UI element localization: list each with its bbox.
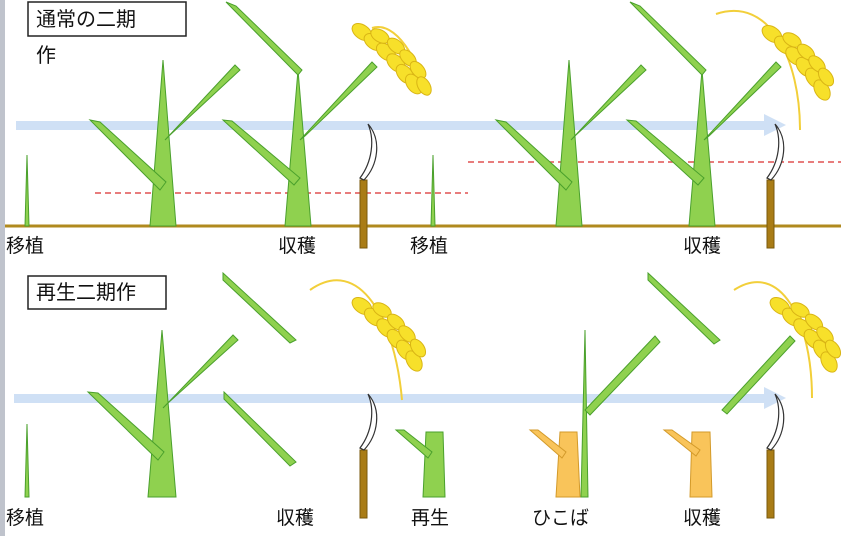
regrowth-stump-icon [394, 429, 446, 498]
cut-leaf-icon [647, 271, 721, 345]
label-ratoon: ひこば [532, 507, 589, 529]
label-transplant: 移植 [410, 235, 448, 257]
sickle-icon [766, 123, 785, 249]
bottom-time-arrow [14, 387, 786, 409]
mature-rice-plant-icon [221, 1, 378, 227]
seedling-icon [24, 154, 30, 227]
cut-leaf-icon [223, 390, 297, 467]
ratoon-stump-icon [662, 429, 713, 498]
rice-grain-icon [733, 281, 841, 399]
top-time-arrow [16, 114, 786, 136]
label-transplant: 移植 [6, 507, 44, 529]
label-regrowth: 再生 [411, 507, 449, 529]
ratoon-plant-icon [528, 329, 661, 498]
rice-grain-icon [309, 279, 427, 401]
bottom-title-box [27, 275, 167, 310]
top-title-line2: 作 [36, 43, 56, 67]
top-title-line1: 通常の二期 [36, 7, 136, 31]
cut-leaf-icon [721, 335, 796, 415]
label-harvest: 収穫 [278, 235, 316, 257]
left-edge-bar [0, 0, 5, 536]
sickle-icon [766, 393, 785, 519]
sickle-icon [359, 393, 378, 519]
cut-leaf-icon [222, 271, 297, 344]
label-harvest: 収穫 [683, 507, 721, 529]
bottom-title: 再生二期作 [36, 280, 136, 304]
mature-rice-plant-icon [625, 1, 782, 227]
young-rice-plant-icon [88, 59, 241, 227]
label-transplant: 移植 [6, 235, 44, 257]
label-harvest: 収穫 [276, 507, 314, 529]
seedling-icon [430, 154, 436, 227]
young-rice-plant-icon [494, 59, 647, 227]
bottom-panel: 再生二期作 [6, 271, 841, 529]
label-harvest: 収穫 [683, 235, 721, 257]
top-panel: 通常の二期 作 [5, 1, 841, 257]
young-rice-plant-icon [86, 329, 239, 498]
rice-grain-icon [351, 22, 432, 96]
seedling-icon [24, 423, 30, 498]
top-title-box [27, 1, 187, 37]
rice-grain-icon [715, 9, 835, 131]
sickle-icon [359, 123, 378, 249]
